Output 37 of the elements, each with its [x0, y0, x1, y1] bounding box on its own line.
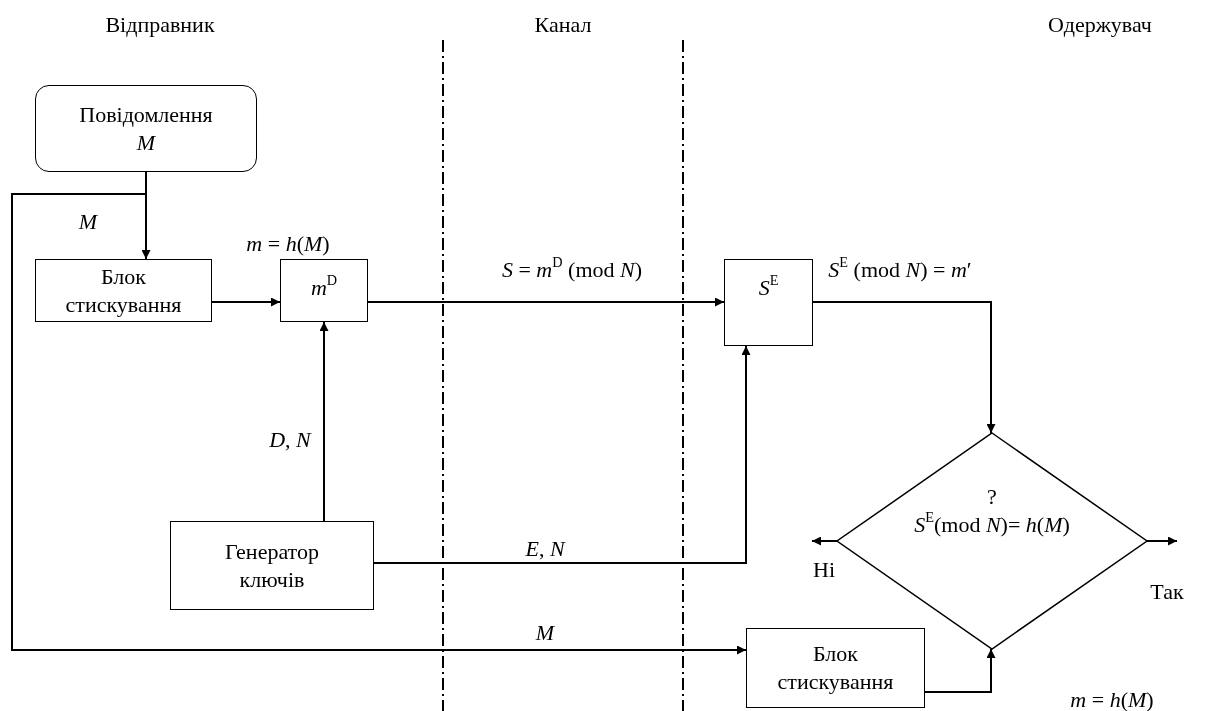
- arrow: [1146, 536, 1178, 546]
- arrow: [211, 297, 281, 307]
- condition-text: S$^{E}$(mod N)= h(M): [914, 511, 1070, 539]
- arrow: [924, 648, 996, 693]
- edge-label: E, N: [525, 536, 565, 562]
- rounded-box: [35, 85, 257, 172]
- edge-label: D, N: [269, 427, 311, 453]
- process-box: [280, 259, 368, 322]
- column-heading: Канал: [534, 12, 592, 38]
- arrow: [319, 321, 329, 522]
- question-mark: ?: [987, 483, 997, 511]
- box-label: m$^{D}$: [310, 274, 338, 302]
- formula-label: M: [78, 209, 98, 235]
- edge-label: m = h(M): [1070, 687, 1154, 711]
- box-variable: M: [136, 128, 156, 157]
- box-label: Генератор ключів: [224, 537, 320, 594]
- process-box: [724, 259, 813, 346]
- process-box: [746, 628, 925, 708]
- process-box: [35, 259, 212, 322]
- edge-label: M: [535, 620, 555, 646]
- arrow: [373, 345, 751, 564]
- column-heading: Одержувач: [1048, 12, 1152, 38]
- box-label: S$^{E}$: [758, 274, 779, 302]
- decision-diamond: [837, 433, 1147, 649]
- column-heading: Відправник: [105, 12, 215, 38]
- process-box: [170, 521, 374, 610]
- arrow: [367, 297, 725, 307]
- edge-label: S$^{E}$ (mod N) = m′: [828, 257, 972, 283]
- edge-label: S = m$^{D}$ (mod N): [501, 257, 643, 283]
- box-label: Блок стискування: [64, 262, 183, 319]
- edge-label: Ні: [813, 557, 835, 583]
- formula-label: m = h(M): [246, 231, 330, 257]
- edge-label: Так: [1150, 579, 1184, 605]
- box-label: Блок стискування: [776, 640, 895, 696]
- box-label: Повідомлення: [79, 100, 213, 129]
- arrow: [811, 536, 838, 546]
- arrow: [812, 301, 996, 434]
